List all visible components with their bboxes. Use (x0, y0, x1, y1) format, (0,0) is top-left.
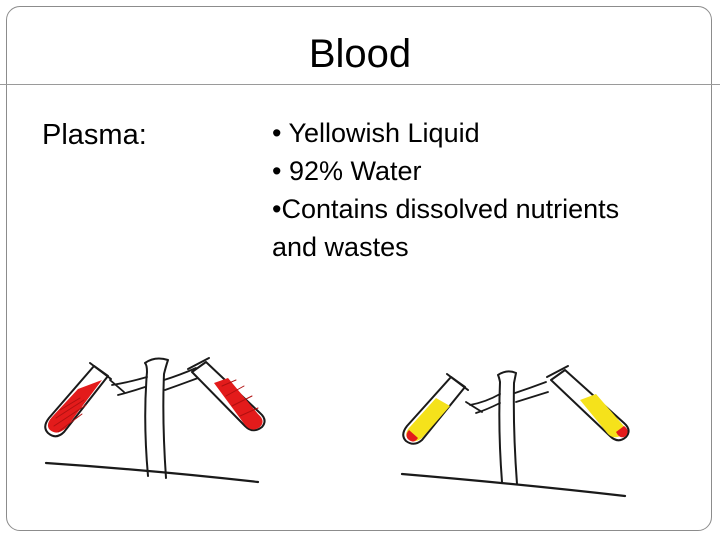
bullet-item: •Contains dissolved nutrients (272, 194, 620, 224)
bullet-item: and wastes (272, 232, 409, 262)
clamp-arm (109, 376, 148, 396)
definition-list: • Yellowish Liquid • 92% Water •Contains… (272, 114, 712, 266)
clamp-arm (163, 367, 199, 391)
slide-title: Blood (308, 32, 412, 76)
bullet-item: • Yellowish Liquid (272, 118, 480, 148)
clamp-arm (514, 381, 549, 403)
table-line (44, 461, 260, 484)
test-tube-red-left (44, 362, 112, 438)
test-tube-red-right (187, 357, 266, 432)
stand-post (497, 370, 518, 485)
table-line (400, 472, 627, 498)
test-tube-plasma-right (546, 365, 630, 442)
stand-post (144, 357, 169, 479)
clamp-arm (465, 393, 501, 414)
slide-frame (6, 6, 712, 531)
separated-blood-rack (400, 365, 630, 498)
test-tube-plasma-left (402, 373, 469, 445)
bullet-item: • 92% Water (272, 156, 422, 186)
term-label: Plasma: (42, 119, 147, 151)
title-divider (0, 84, 720, 85)
whole-blood-rack (44, 357, 266, 484)
